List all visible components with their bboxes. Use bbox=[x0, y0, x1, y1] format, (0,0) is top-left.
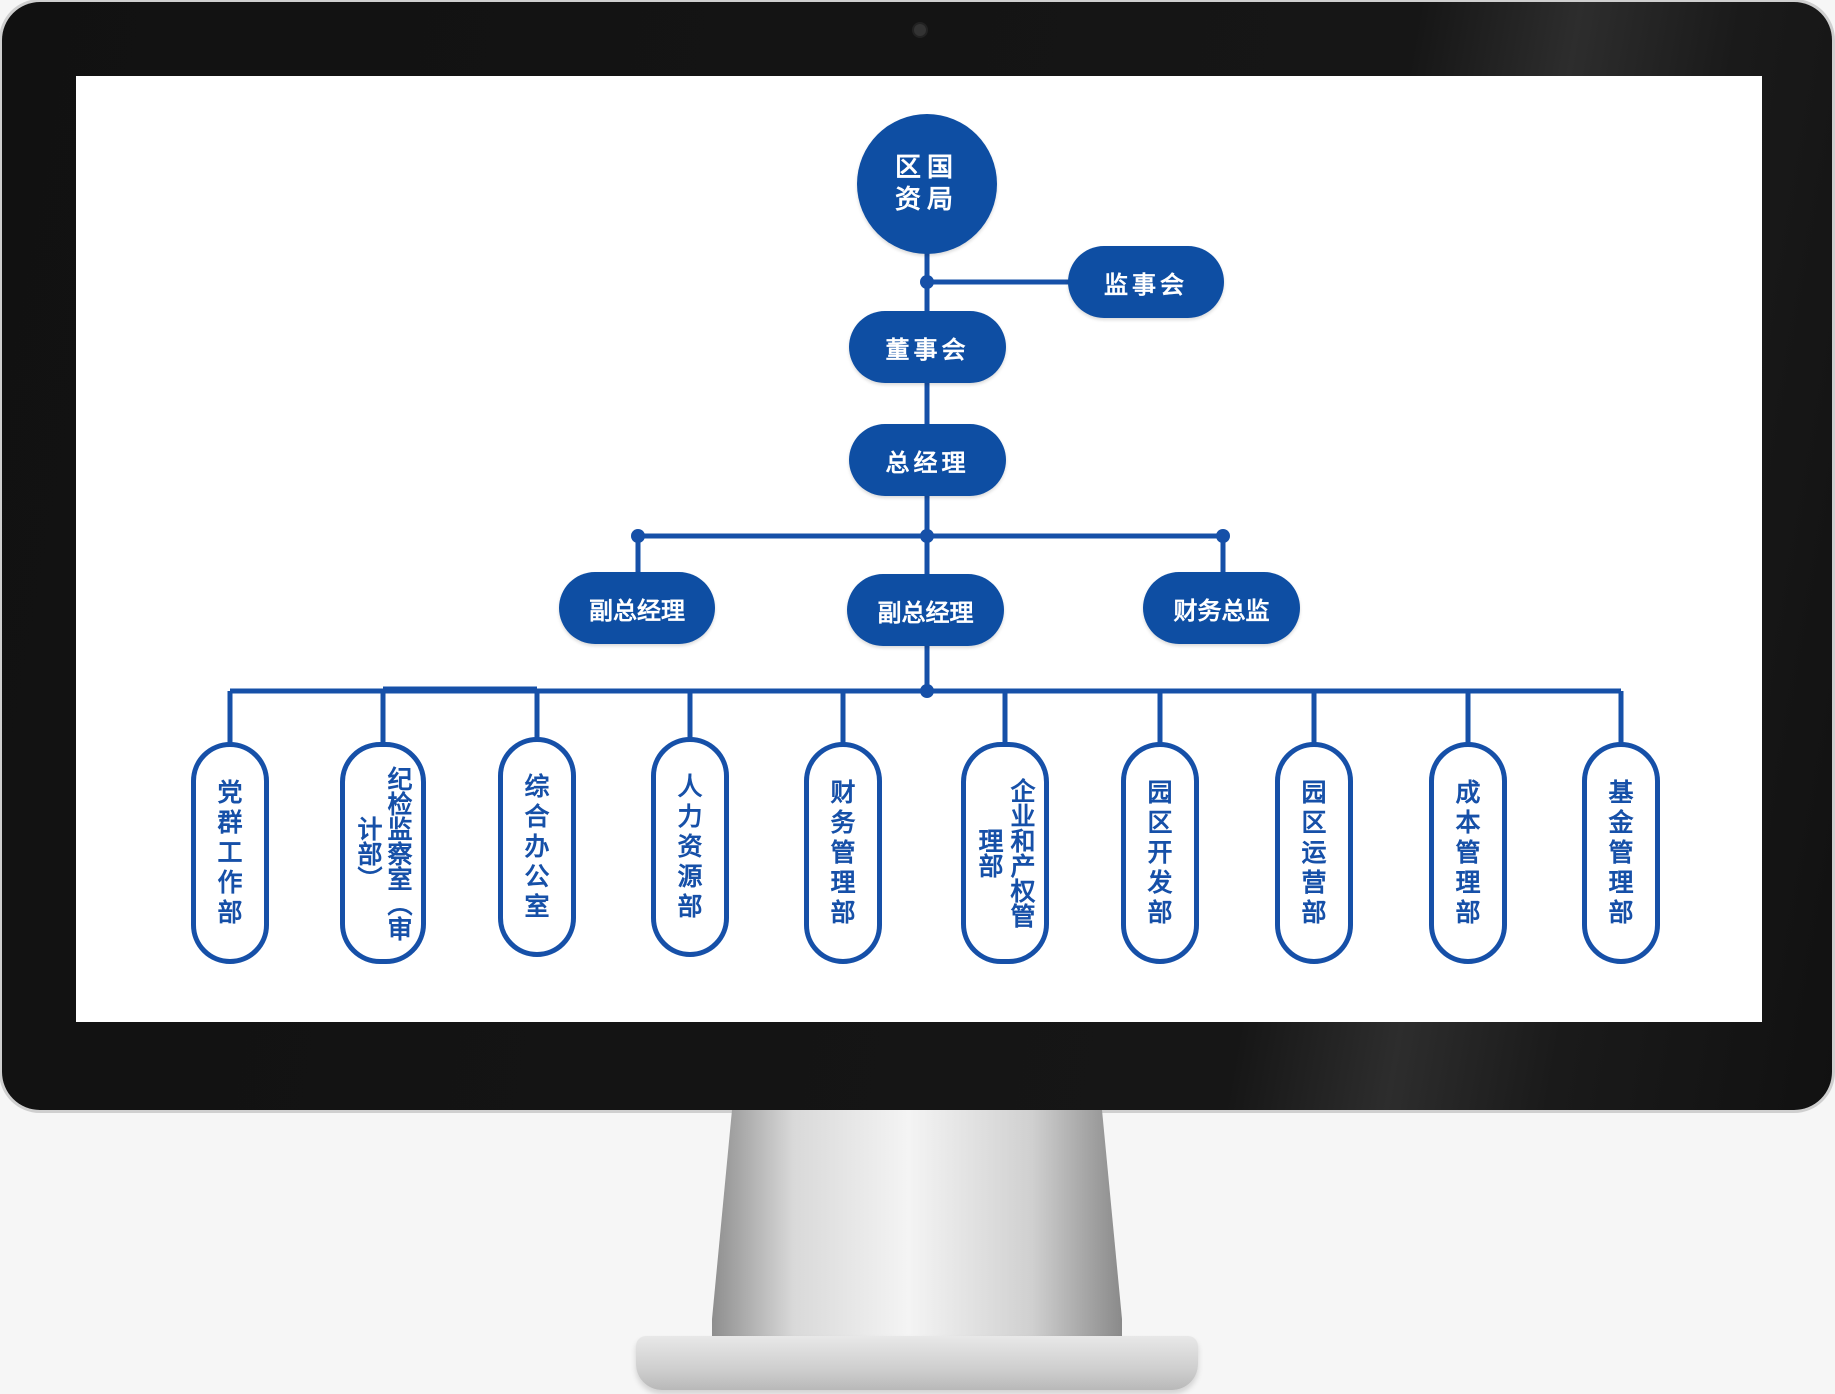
dept-cost-management: 成本管理部 bbox=[1429, 742, 1507, 964]
general-manager-node: 总经理 bbox=[849, 424, 1006, 496]
supervisory-board-label: 监事会 bbox=[1104, 270, 1188, 299]
junction-dot-deputy-left bbox=[631, 529, 645, 543]
dept-enterprise-equity: 企业和产权管理部 bbox=[961, 742, 1049, 964]
dept-discipline-audit: 纪检监察室（审计部） bbox=[340, 742, 426, 964]
dept-general-office: 综合办公室 bbox=[498, 737, 576, 957]
cfo-node: 财务总监 bbox=[1143, 572, 1300, 644]
dept-label: 纪检监察室（审计部） bbox=[354, 765, 413, 941]
dept-label: 党群工作部 bbox=[217, 778, 243, 927]
monitor-stand-base bbox=[636, 1336, 1198, 1390]
general-manager-label: 总经理 bbox=[885, 448, 970, 477]
dept-label: 综合办公室 bbox=[524, 772, 550, 921]
board-of-directors-node: 董事会 bbox=[849, 311, 1006, 383]
dept-human-resources: 人力资源部 bbox=[651, 737, 729, 957]
junction-dot-supervisory bbox=[920, 275, 934, 289]
junction-dot-departments bbox=[920, 684, 934, 698]
deputy-gm-node-center: 副总经理 bbox=[847, 574, 1004, 646]
dept-finance: 财务管理部 bbox=[804, 742, 882, 964]
dept-fund-management: 基金管理部 bbox=[1582, 742, 1660, 964]
root-node-district-sasac: 区国资局 bbox=[857, 114, 997, 254]
dept-label: 人力资源部 bbox=[677, 772, 703, 921]
supervisory-board-node: 监事会 bbox=[1068, 246, 1224, 318]
deputy-gm-label: 副总经理 bbox=[877, 598, 974, 627]
root-node-label: 区国资局 bbox=[894, 153, 959, 215]
dept-label: 成本管理部 bbox=[1455, 778, 1481, 927]
dept-park-development: 园区开发部 bbox=[1121, 742, 1199, 964]
webcam-dot bbox=[912, 22, 928, 38]
cfo-label: 财务总监 bbox=[1173, 596, 1270, 625]
dept-label: 园区运营部 bbox=[1301, 778, 1327, 927]
dept-label: 园区开发部 bbox=[1147, 778, 1173, 927]
dept-label: 企业和产权管理部 bbox=[975, 778, 1036, 928]
junction-dot-deputy-right bbox=[1216, 529, 1230, 543]
monitor-stand-neck bbox=[712, 1110, 1122, 1340]
dept-label: 基金管理部 bbox=[1608, 778, 1634, 927]
dept-label: 财务管理部 bbox=[830, 778, 856, 927]
dept-party-affairs: 党群工作部 bbox=[191, 742, 269, 964]
deputy-gm-label: 副总经理 bbox=[589, 596, 685, 625]
board-of-directors-label: 董事会 bbox=[885, 335, 970, 364]
deputy-gm-node-left: 副总经理 bbox=[559, 572, 715, 644]
dept-park-operations: 园区运营部 bbox=[1275, 742, 1353, 964]
junction-dot-deputy-center bbox=[920, 529, 934, 543]
